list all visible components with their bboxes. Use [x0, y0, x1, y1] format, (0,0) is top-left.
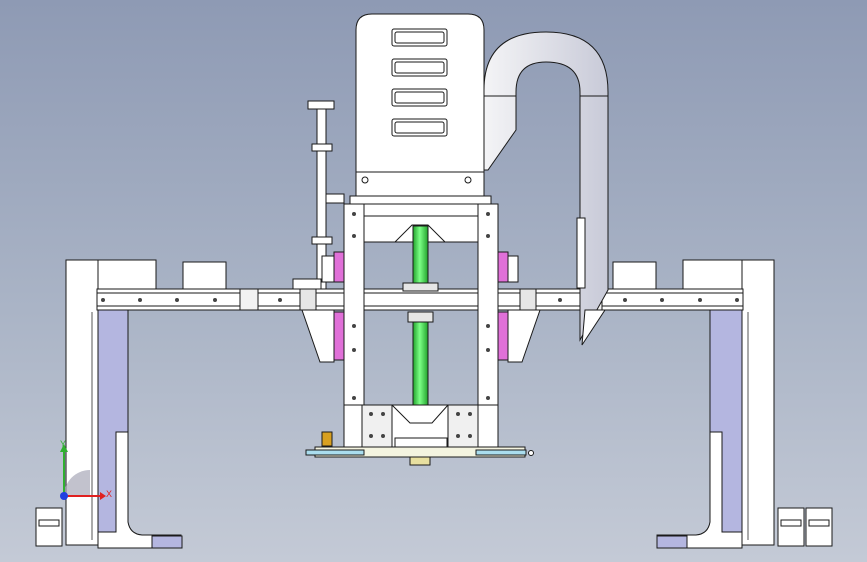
gripper-head: [305, 404, 534, 466]
exhaust-tube: [483, 31, 609, 346]
guide-blocks: [321, 251, 519, 361]
motor-housing: [349, 13, 492, 205]
crossbeam: [96, 288, 744, 311]
y-axis-label: Y: [60, 439, 66, 449]
left-foot-blocks: [35, 507, 63, 547]
gussets: [301, 309, 541, 363]
right-leg: [612, 259, 775, 549]
z-axis-dot: [60, 492, 68, 500]
x-axis-label: X: [106, 489, 112, 499]
left-leg: [65, 259, 227, 549]
coordinate-triad: X Y: [60, 439, 112, 500]
right-foot-blocks: [777, 507, 833, 547]
left-rail: [292, 100, 345, 290]
piston-rod: [402, 225, 439, 423]
